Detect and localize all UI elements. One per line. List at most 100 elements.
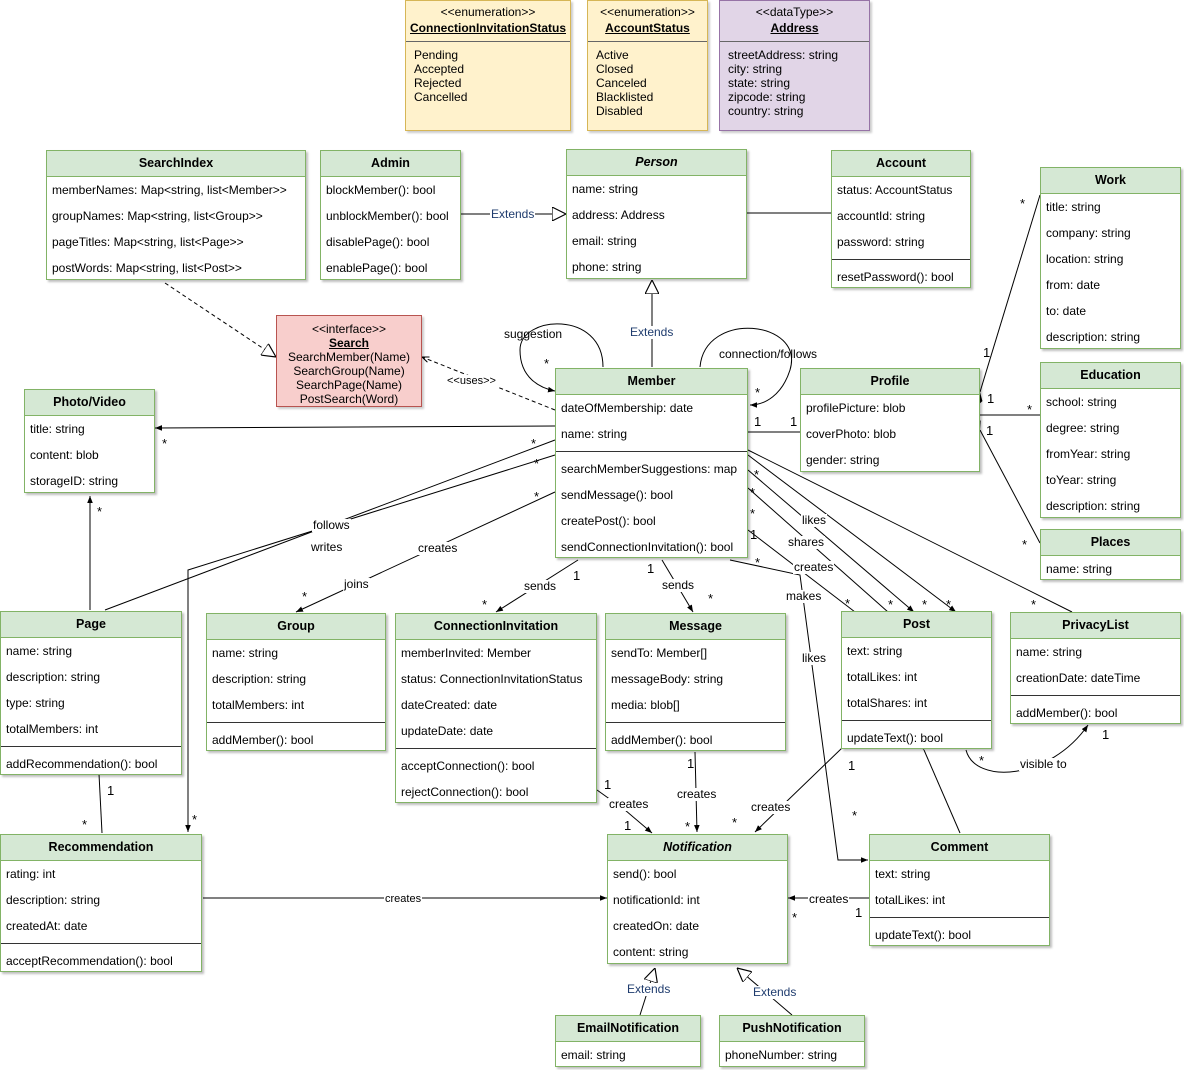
method: searchMemberSuggestions: map xyxy=(561,462,738,476)
method: resetPassword(): bool xyxy=(837,270,954,284)
datatype-field: state: string xyxy=(728,76,791,90)
attribute: description: string xyxy=(1046,499,1141,513)
attribute: description: string xyxy=(6,893,101,907)
enum-item: Closed xyxy=(596,62,634,76)
mult-group-many: * xyxy=(302,589,308,604)
class-name: Page xyxy=(1,612,181,638)
class-name: Recommendation xyxy=(1,835,201,861)
label-suggestion: suggestion xyxy=(504,327,563,341)
enum-item: Pending xyxy=(414,48,459,62)
label-makes: makes xyxy=(785,589,823,603)
attribute: password: string xyxy=(837,235,925,249)
attribute: company: string xyxy=(1046,226,1131,240)
attribute: name: string xyxy=(561,427,628,441)
attribute: dateCreated: date xyxy=(401,698,498,712)
method: addMember(): bool xyxy=(1016,706,1118,720)
label-joins: joins xyxy=(343,577,370,591)
attribute: content: string xyxy=(613,945,689,959)
class-page: Page name: string description: string ty… xyxy=(0,611,182,775)
account-status-enum: <<enumeration>> AccountStatus Active Clo… xyxy=(587,0,708,131)
mult-notif-post-many: * xyxy=(732,815,738,830)
mult-comment-makes-many: * xyxy=(852,808,858,823)
label-visible-to: visible to xyxy=(1019,757,1068,771)
mult-member-makes-many: * xyxy=(755,555,761,570)
mult-work-one: 1 xyxy=(983,345,991,360)
mult-visible-many: * xyxy=(979,753,985,768)
class-member: Member dateOfMembership: date name: stri… xyxy=(555,368,748,558)
mult-writes-recommendation-many: * xyxy=(192,812,198,827)
interface-name: Search xyxy=(328,336,370,350)
method: updateText(): bool xyxy=(875,928,972,942)
attribute: totalMembers: int xyxy=(212,698,305,712)
attribute: degree: string xyxy=(1046,421,1120,435)
class-name: Message xyxy=(606,614,785,640)
attribute: memberInvited: Member xyxy=(401,646,532,660)
attribute: postWords: Map<string, list<Post>> xyxy=(52,261,242,275)
address-datatype: <<dataType>> Address streetAddress: stri… xyxy=(719,0,870,131)
mult-member-writes-many: * xyxy=(534,456,540,471)
mult-comment-notif-one: 1 xyxy=(855,905,863,920)
interface-stereotype: <<interface>> xyxy=(311,322,387,336)
mult-member-message-one: 1 xyxy=(647,561,655,576)
mult-post-many-d: * xyxy=(946,597,952,612)
label-writes: writes xyxy=(310,540,344,554)
class-email-notification: EmailNotification email: string xyxy=(555,1015,701,1067)
datatype-field: zipcode: string xyxy=(728,90,806,104)
mult-message-many: * xyxy=(708,591,714,606)
mult-notif-invitation-one: 1 xyxy=(624,818,632,833)
mult-post-many-c: * xyxy=(922,597,928,612)
method: createPost(): bool xyxy=(561,514,656,528)
enum-stereotype: <<enumeration>> xyxy=(600,5,695,19)
method: unblockMember(): bool xyxy=(326,209,449,223)
attribute: address: Address xyxy=(572,208,665,222)
interface-method: SearchMember(Name) xyxy=(287,350,411,364)
places-profile-composition-edge xyxy=(971,415,1041,544)
mult-invitation-many: * xyxy=(482,597,488,612)
class-name: PrivacyList xyxy=(1011,613,1180,639)
method: blockMember(): bool xyxy=(326,183,436,197)
connection-status-enum: <<enumeration>> ConnectionInvitationStat… xyxy=(405,0,571,131)
attribute: status: ConnectionInvitationStatus xyxy=(401,672,583,686)
member-privacy-edge xyxy=(747,449,1073,613)
attribute: description: string xyxy=(1046,330,1141,344)
mult-education-many: * xyxy=(1027,402,1033,417)
class-name: Photo/Video xyxy=(25,390,154,416)
label-likes-comment: likes xyxy=(801,651,828,665)
mult-notif-message-many: * xyxy=(685,819,691,834)
attribute: gender: string xyxy=(806,453,880,467)
class-name: Profile xyxy=(801,369,979,395)
mult-places-many: * xyxy=(1022,537,1028,552)
attribute: name: string xyxy=(212,646,279,660)
interface-method: PostSearch(Word) xyxy=(299,392,399,406)
method: acceptRecommendation(): bool xyxy=(6,954,173,968)
attribute: type: string xyxy=(6,696,65,710)
attribute: phoneNumber: string xyxy=(725,1048,838,1062)
attribute: storageID: string xyxy=(30,474,119,488)
enum-item: Disabled xyxy=(596,104,643,118)
label-creates-message-notif: creates xyxy=(676,787,718,801)
class-name: Account xyxy=(832,151,970,177)
enum-item: Canceled xyxy=(596,76,647,90)
attribute: status: AccountStatus xyxy=(837,183,953,197)
attribute: messageBody: string xyxy=(611,672,724,686)
attribute: to: date xyxy=(1046,304,1087,318)
label-sends-invitation: sends xyxy=(523,579,558,593)
label-creates-post-notif: creates xyxy=(750,800,792,814)
mult-privacy-many: * xyxy=(1031,597,1037,612)
mult-member-profile-one: 1 xyxy=(754,414,762,429)
method: disablePage(): bool xyxy=(326,235,430,249)
post-notification-edge xyxy=(754,747,843,833)
datatype-field: country: string xyxy=(728,104,804,118)
interface-method: SearchGroup(Name) xyxy=(293,364,405,378)
mult-message-notif-one: 1 xyxy=(687,756,695,771)
mult-photo-many: * xyxy=(162,436,168,451)
label-creates-post: creates xyxy=(793,560,835,574)
mult-profile-work-one: 1 xyxy=(987,391,995,406)
enum-item: Rejected xyxy=(414,76,462,90)
mult-visible-one: 1 xyxy=(1102,727,1110,742)
class-group: Group name: string description: string t… xyxy=(206,613,386,751)
class-name: Notification xyxy=(608,835,787,861)
attribute: memberNames: Map<string, list<Member>> xyxy=(52,183,287,197)
attribute: description: string xyxy=(6,670,101,684)
attribute: totalLikes: int xyxy=(875,893,946,907)
